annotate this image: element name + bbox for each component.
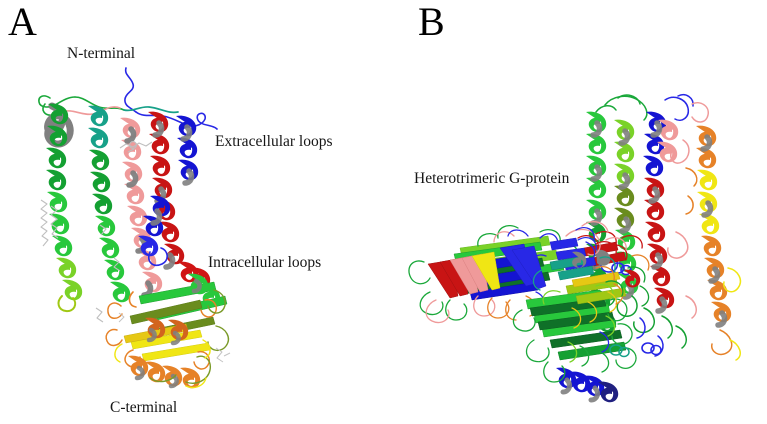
panel-a-letter: A	[8, 0, 37, 44]
panel-b-letter: B	[418, 0, 445, 44]
tm-helix-5-blue	[138, 115, 199, 267]
label-intracellular-loops: Intracellular loops	[208, 254, 322, 271]
tm-to-domain-linker	[128, 291, 137, 308]
panel-a: A	[8, 0, 333, 417]
extracellular-loop-teal	[123, 106, 179, 114]
lipid-sticks	[40, 141, 153, 323]
label-c-terminal: C-terminal	[110, 399, 178, 416]
tm-helix-2-green	[88, 105, 131, 303]
g-alpha-ras-domain	[512, 236, 650, 403]
intracellular-beta-domain	[105, 273, 231, 389]
gpcr-monomer-ribbon-structure	[38, 67, 231, 389]
label-n-terminal: N-terminal	[67, 45, 136, 62]
n-terminal-loop	[124, 67, 218, 130]
label-extracellular-loops: Extracellular loops	[215, 133, 333, 150]
panel-b: B	[400, 0, 767, 424]
gpcr-g-protein-complex-ribbon-structure	[408, 94, 742, 403]
extracellular-loop-salmon	[61, 106, 121, 116]
beta-domain-mid-helix	[145, 317, 189, 341]
label-heterotrimeric-g-protein: Heterotrimeric G-protein	[414, 170, 570, 187]
tm-helix-1-green	[44, 102, 83, 313]
